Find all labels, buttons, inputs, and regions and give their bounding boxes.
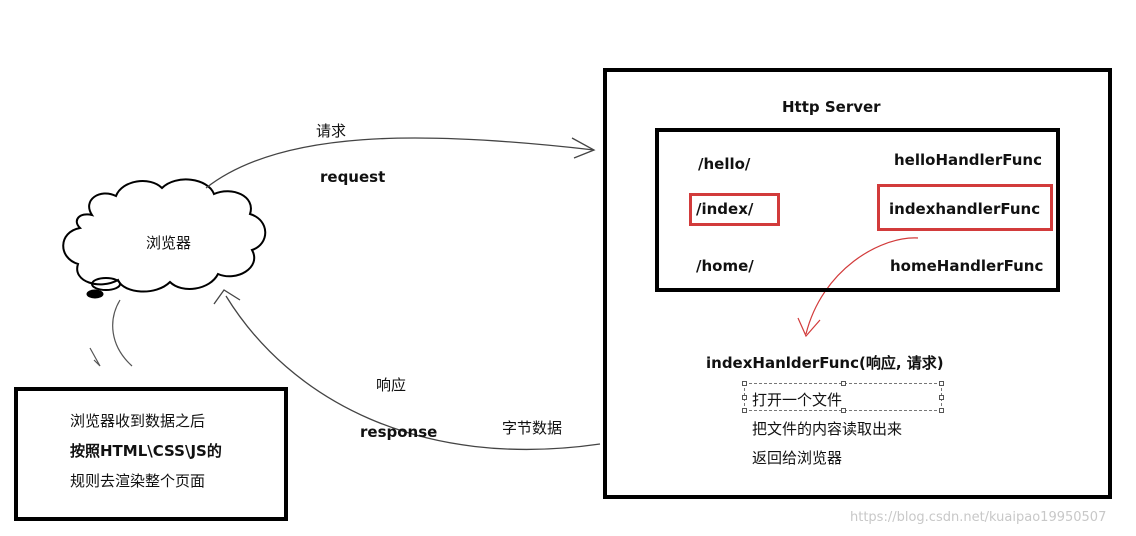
- handler-step-2: 把文件的内容读取出来: [752, 420, 903, 438]
- route-table-box: [655, 128, 1060, 292]
- http-server-box: [603, 68, 1112, 499]
- response-label-en: response: [360, 423, 438, 441]
- selection-handle: [742, 395, 747, 400]
- handler-flow-arrow: [805, 237, 919, 335]
- response-arrowhead: [213, 289, 241, 305]
- watermark-text: https://blog.csdn.net/kuaipao19950507: [850, 510, 1107, 525]
- selection-handle: [742, 408, 747, 413]
- cloud-tail-1: [91, 277, 121, 291]
- selection-handle: [939, 395, 944, 400]
- index-handler-highlight: [877, 184, 1053, 231]
- selection-handle: [841, 408, 846, 413]
- route-handler-hello: helloHandlerFunc: [894, 151, 1042, 169]
- selection-handle: [939, 381, 944, 386]
- note-line-2: 按照HTML\CSS\JS的: [70, 442, 222, 460]
- request-arrow: [205, 137, 595, 189]
- note-line-3: 规则去渲染整个页面: [70, 472, 206, 490]
- response-arrow: [225, 295, 601, 451]
- route-path-home: /home/: [696, 257, 754, 275]
- selection-handle: [841, 381, 846, 386]
- handler-flow-arrowhead: [797, 317, 821, 338]
- route-path-hello: /hello/: [698, 155, 751, 173]
- handler-signature: indexHanlderFunc(响应, 请求): [706, 354, 944, 372]
- handler-step-1: 打开一个文件: [752, 391, 843, 409]
- render-arrowhead: [89, 347, 101, 367]
- selection-handle: [939, 408, 944, 413]
- server-title: Http Server: [782, 98, 881, 116]
- route-handler-index: indexhandlerFunc: [889, 200, 1041, 218]
- cloud-tail-2: [86, 289, 104, 299]
- handler-step-3: 返回给浏览器: [752, 449, 843, 467]
- render-arrow: [112, 299, 133, 367]
- note-line-1: 浏览器收到数据之后: [70, 412, 206, 430]
- selection-handle: [742, 381, 747, 386]
- browser-cloud-shape: [62, 178, 267, 293]
- request-arrowhead: [571, 137, 596, 159]
- bytes-label: 字节数据: [502, 419, 563, 437]
- request-label-cn: 请求: [316, 122, 347, 140]
- response-label-cn: 响应: [376, 376, 407, 394]
- browser-label: 浏览器: [146, 234, 192, 252]
- text-selection-box: [742, 381, 944, 413]
- route-handler-home: homeHandlerFunc: [890, 257, 1044, 275]
- index-path-highlight: [689, 193, 780, 226]
- render-note-box: [14, 387, 288, 521]
- request-label-en: request: [320, 168, 386, 186]
- route-path-index: /index/: [696, 200, 754, 218]
